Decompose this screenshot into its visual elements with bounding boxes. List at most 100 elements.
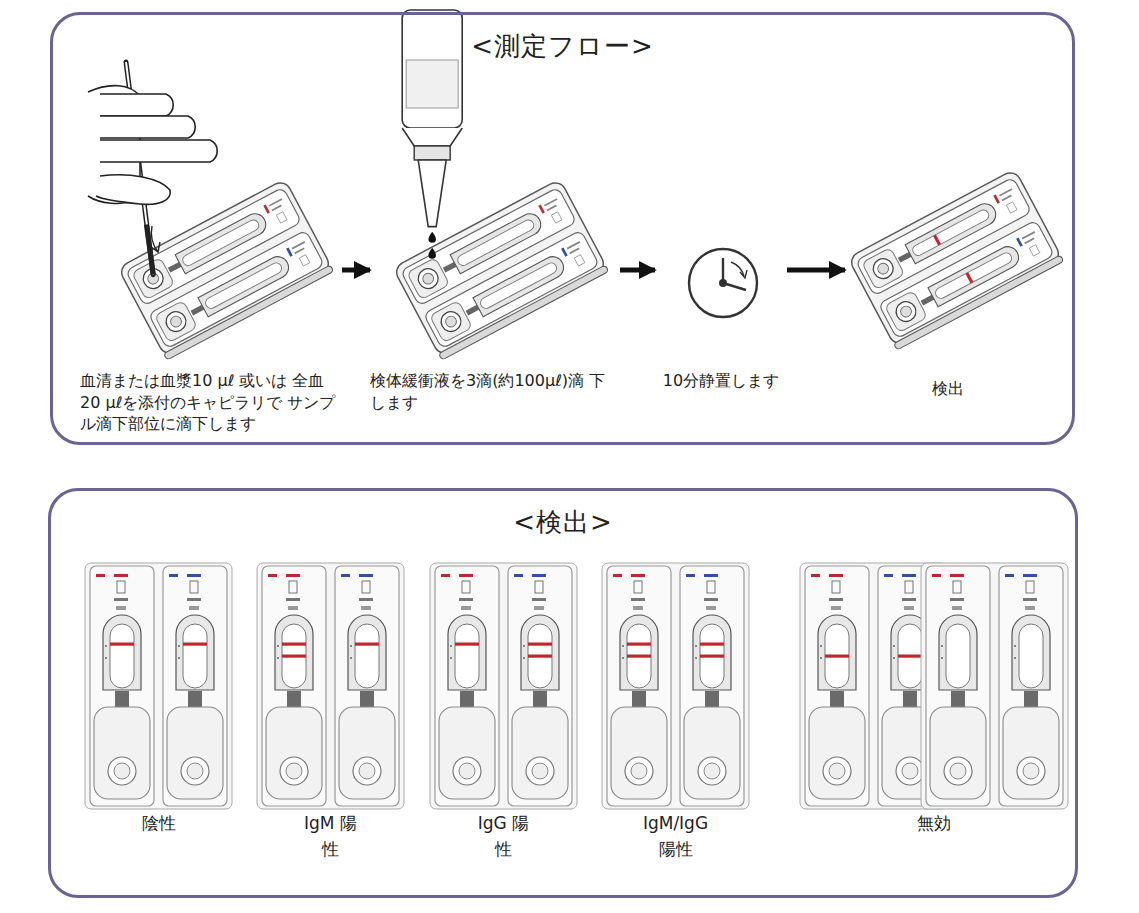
window-dot (277, 645, 279, 647)
result-window (448, 615, 486, 690)
label-mark (569, 248, 579, 255)
section-panel: <測定フロー>血清または血漿10 μℓ 或いは 全血20 μℓを添付のキャピラリ… (50, 12, 1075, 445)
result-line (700, 655, 724, 658)
result-window (198, 253, 292, 317)
sample-well (625, 757, 653, 785)
label-mark (1001, 195, 1011, 202)
window-dot (820, 645, 822, 647)
sample-pad (167, 707, 223, 799)
sample-well-inner (631, 763, 647, 779)
sample-well (944, 757, 972, 785)
window-channel (825, 624, 849, 688)
sample-well-inner (421, 271, 436, 286)
strip-neck (705, 691, 719, 707)
window-dot (941, 657, 943, 659)
bottle-shoulder (402, 128, 462, 146)
finger (100, 116, 195, 138)
label-mark (1026, 581, 1034, 593)
window-channel (479, 261, 559, 310)
strip-body (508, 566, 572, 806)
sample-pad (512, 707, 568, 799)
sample-well (698, 757, 726, 785)
strip-neck (188, 691, 202, 707)
sample-well-inner (187, 763, 203, 779)
label-mark (1006, 202, 1017, 213)
label-mark (299, 255, 310, 266)
label-mark (631, 574, 645, 577)
strip-body (435, 566, 499, 806)
label-mark (532, 574, 546, 577)
drop (428, 232, 436, 243)
sample-well-inner (459, 763, 475, 779)
strip-neck (287, 691, 301, 707)
sample-pad (611, 707, 667, 799)
clock-center (719, 279, 727, 287)
result-line (528, 655, 552, 658)
motion-mark (150, 226, 160, 252)
label-mark (187, 574, 201, 577)
sample-well (453, 757, 481, 785)
test-strip (148, 230, 324, 349)
result-label: IgG 陽性 (471, 810, 537, 863)
sample-well-inner (902, 763, 918, 779)
sample-pad (407, 258, 450, 300)
result-line (898, 655, 922, 658)
sample-well-inner (950, 763, 966, 779)
label-mark (169, 574, 178, 577)
window-channel (204, 261, 284, 310)
label-mark (538, 205, 545, 214)
sample-well (163, 308, 190, 335)
sample-pad (809, 707, 865, 799)
flow-arrow (620, 268, 655, 273)
label-mark (116, 606, 126, 610)
window-dot (941, 645, 943, 647)
result-window (473, 253, 567, 317)
label-mark (1023, 598, 1037, 601)
result-line (627, 643, 651, 646)
label-mark (341, 574, 350, 577)
label-mark (952, 606, 962, 610)
strip-body (607, 566, 671, 806)
label-mark (532, 598, 546, 601)
strip-body (680, 566, 744, 806)
section-title: <測定フロー> (53, 15, 1072, 64)
sample-pad (439, 707, 495, 799)
label-mark (1016, 237, 1023, 246)
bottle-label (406, 60, 458, 108)
process-step: 検出 (845, 60, 1050, 406)
result-example: 無効 (800, 560, 1068, 842)
test-strip (335, 566, 399, 806)
label-mark (362, 581, 370, 593)
window-dot (350, 657, 352, 659)
result-line (627, 655, 651, 658)
capillary-sample (146, 224, 153, 274)
window-dot (178, 657, 180, 659)
label-mark (551, 212, 562, 223)
test-cassette (848, 169, 1064, 350)
label-mark (514, 574, 523, 577)
label-mark (1023, 574, 1037, 577)
sample-well (280, 757, 308, 785)
label-mark (829, 598, 843, 601)
sample-well (823, 757, 851, 785)
label-mark (686, 574, 695, 577)
cassette-frame (257, 563, 404, 809)
window-dot (450, 657, 452, 659)
process-step: 血清または血漿10 μℓ 或いは 全血20 μℓを添付のキャピラリで サンプル滴… (80, 60, 342, 441)
thumb (96, 175, 170, 205)
strip-neck (360, 691, 374, 707)
label-mark (904, 606, 914, 610)
result-label: IgM/IgG 陽性 (643, 810, 709, 863)
label-mark (114, 598, 128, 601)
result-line (933, 235, 941, 246)
sample-well-inner (704, 763, 720, 779)
cassette-frame (430, 563, 577, 809)
test-strip (508, 566, 572, 806)
result-line (183, 643, 207, 646)
result-window (693, 615, 731, 690)
window-dot (622, 645, 624, 647)
result-window (275, 615, 313, 690)
label-mark (1029, 245, 1040, 256)
strip-neck (830, 691, 844, 707)
test-strip (926, 566, 990, 806)
